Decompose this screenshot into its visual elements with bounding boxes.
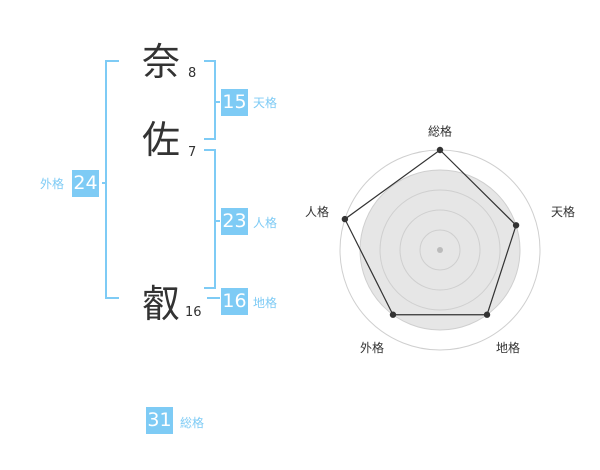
radar-point-4 (389, 311, 397, 318)
chikaku-label: 地格 (253, 296, 278, 310)
radar-axis-label: 天格 (551, 204, 575, 219)
stroke-count-3: 16 (185, 305, 202, 320)
jinkaku-value: 23 (221, 208, 248, 235)
radar-axis-label: 外格 (360, 340, 384, 355)
stroke-count-2: 7 (188, 145, 197, 160)
soukaku-value: 31 (146, 407, 173, 434)
radar-ring-2 (399, 209, 481, 291)
radar-point-5 (341, 215, 349, 223)
radar-series-polygon (344, 149, 517, 316)
name-char-2: 佐 (142, 118, 181, 162)
stroke-count-1: 8 (188, 66, 197, 81)
radar-axis-label: 総格 (428, 124, 452, 139)
radar-point-2 (512, 222, 520, 229)
name-char-1: 奈 (142, 40, 181, 84)
radar-axis-label: 人格 (305, 204, 329, 219)
jinkaku-label: 人格 (253, 216, 278, 230)
radar-point-3 (483, 311, 491, 318)
radar-center-dot (437, 247, 443, 253)
tenkaku-value: 15 (221, 89, 248, 116)
soukaku-label: 総格 (180, 416, 205, 430)
gaikaku-value: 24 (72, 170, 99, 197)
radar-ring-3 (379, 189, 501, 311)
radar-point-1 (436, 146, 444, 154)
name-char-3: 叡 (142, 282, 181, 326)
radar-ring-1 (419, 229, 461, 271)
tenkaku-label: 天格 (253, 96, 278, 110)
gaikaku-label: 外格 (40, 177, 65, 191)
chikaku-value: 16 (221, 288, 248, 315)
radar-axis-label: 地格 (496, 340, 520, 355)
